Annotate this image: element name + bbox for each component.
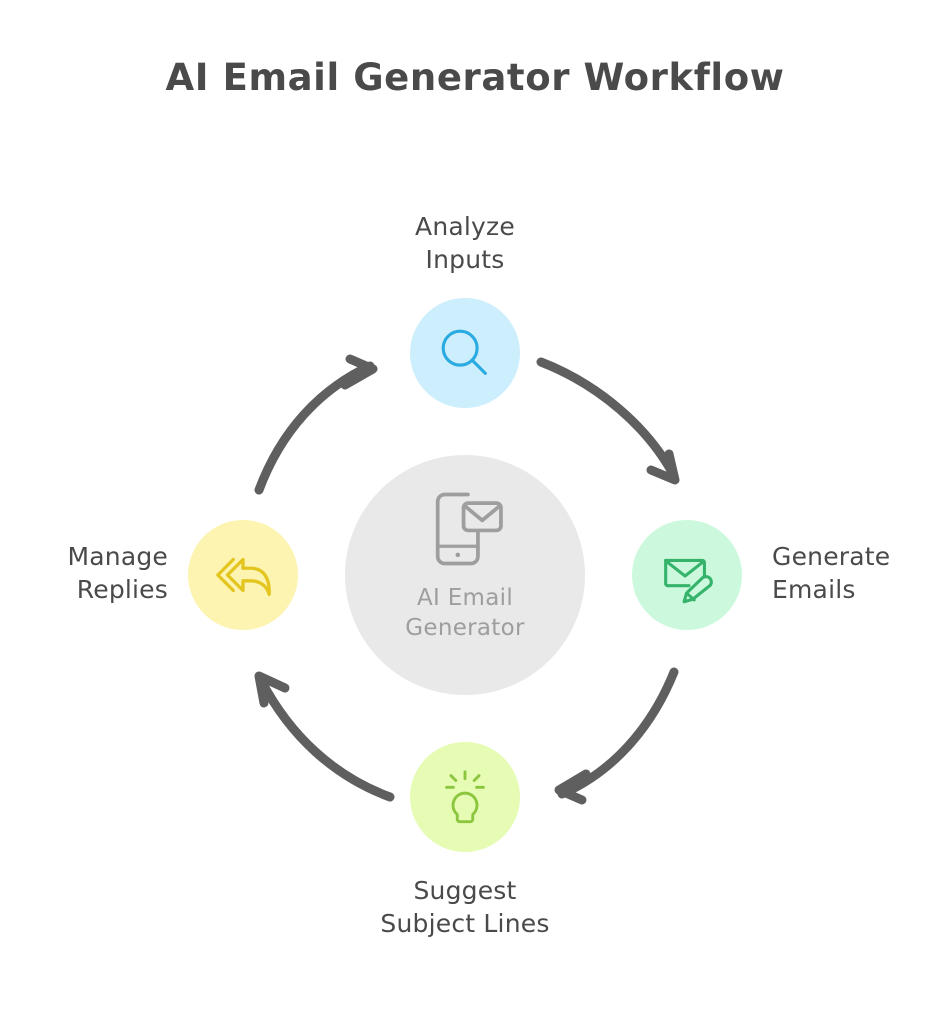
label-suggest-line2: Subject Lines [380, 909, 550, 939]
node-manage-replies[interactable] [188, 520, 298, 630]
label-suggest-line1: Suggest [413, 876, 517, 905]
phone-envelope-icon [435, 492, 503, 566]
label-analyze-line2: Inputs [425, 245, 505, 275]
label-manage-line1: Manage [67, 542, 168, 571]
magnifier-icon [441, 329, 487, 375]
envelope-pencil-icon [664, 558, 713, 604]
label-manage-line2: Replies [76, 575, 168, 605]
label-generate-line2: Emails [772, 575, 856, 605]
hub-label-line2: Generator [405, 615, 525, 642]
arrow-analyze-to-generate [536, 357, 680, 485]
page-title: AI Email Generator Workflow [165, 56, 785, 99]
arrow-generate-to-suggest [554, 667, 679, 805]
hub-label-line1: AI Email [416, 585, 514, 611]
node-analyze-inputs[interactable] [410, 298, 520, 408]
label-generate-line1: Generate [772, 542, 891, 571]
arrow-manage-to-analyze [254, 354, 378, 495]
arrow-suggest-to-manage [254, 671, 395, 802]
reply-all-icon [216, 557, 271, 597]
node-suggest-subject-lines[interactable] [410, 742, 520, 852]
label-analyze-line1: Analyze [415, 212, 515, 241]
node-generate-emails[interactable] [632, 520, 742, 630]
lightbulb-icon [445, 770, 485, 824]
